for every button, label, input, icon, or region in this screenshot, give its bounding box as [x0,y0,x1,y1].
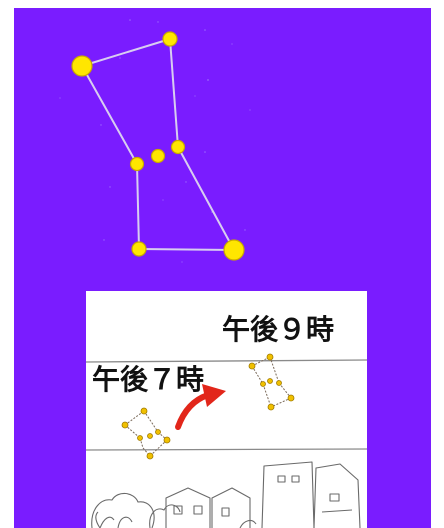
sky-speckles [59,19,251,263]
label-9pm: 午後９時 [222,313,334,346]
house-icon [211,487,251,528]
bottom-panel: 午後７時 午後９時 [85,291,368,528]
star-icon [276,380,282,386]
star-icon [248,362,256,370]
star-icon [121,421,129,429]
star-icon [155,429,161,435]
tree-icon [91,492,155,528]
constellation-9pm [248,353,295,411]
tree-icon [149,504,181,528]
star-icon [260,381,266,387]
star-icon [71,55,93,77]
star-icon [170,139,186,155]
building-icon [313,463,361,528]
star-icon [147,433,153,439]
star-icon [131,241,147,257]
star-icon [267,378,273,384]
movement-arrow-icon [175,384,226,430]
star-icon [146,452,154,460]
star-icon [266,353,274,361]
label-7pm: 午後７時 [92,363,204,396]
star-icon [140,407,148,415]
white-sketch-background [86,291,367,528]
star-icon [163,436,171,444]
house-icon [165,487,211,528]
constellation-stars [71,31,245,261]
constellation-7pm [121,407,171,460]
building-icon [261,461,315,528]
star-icon [150,148,166,164]
star-icon [287,394,295,402]
constellation-lines [81,38,235,251]
horizon-lines [85,359,368,451]
star-icon [223,239,245,261]
star-icon [129,156,145,172]
star-icon [267,403,275,411]
star-icon [162,31,178,47]
town-sketch [91,461,361,528]
star-icon [137,435,143,441]
